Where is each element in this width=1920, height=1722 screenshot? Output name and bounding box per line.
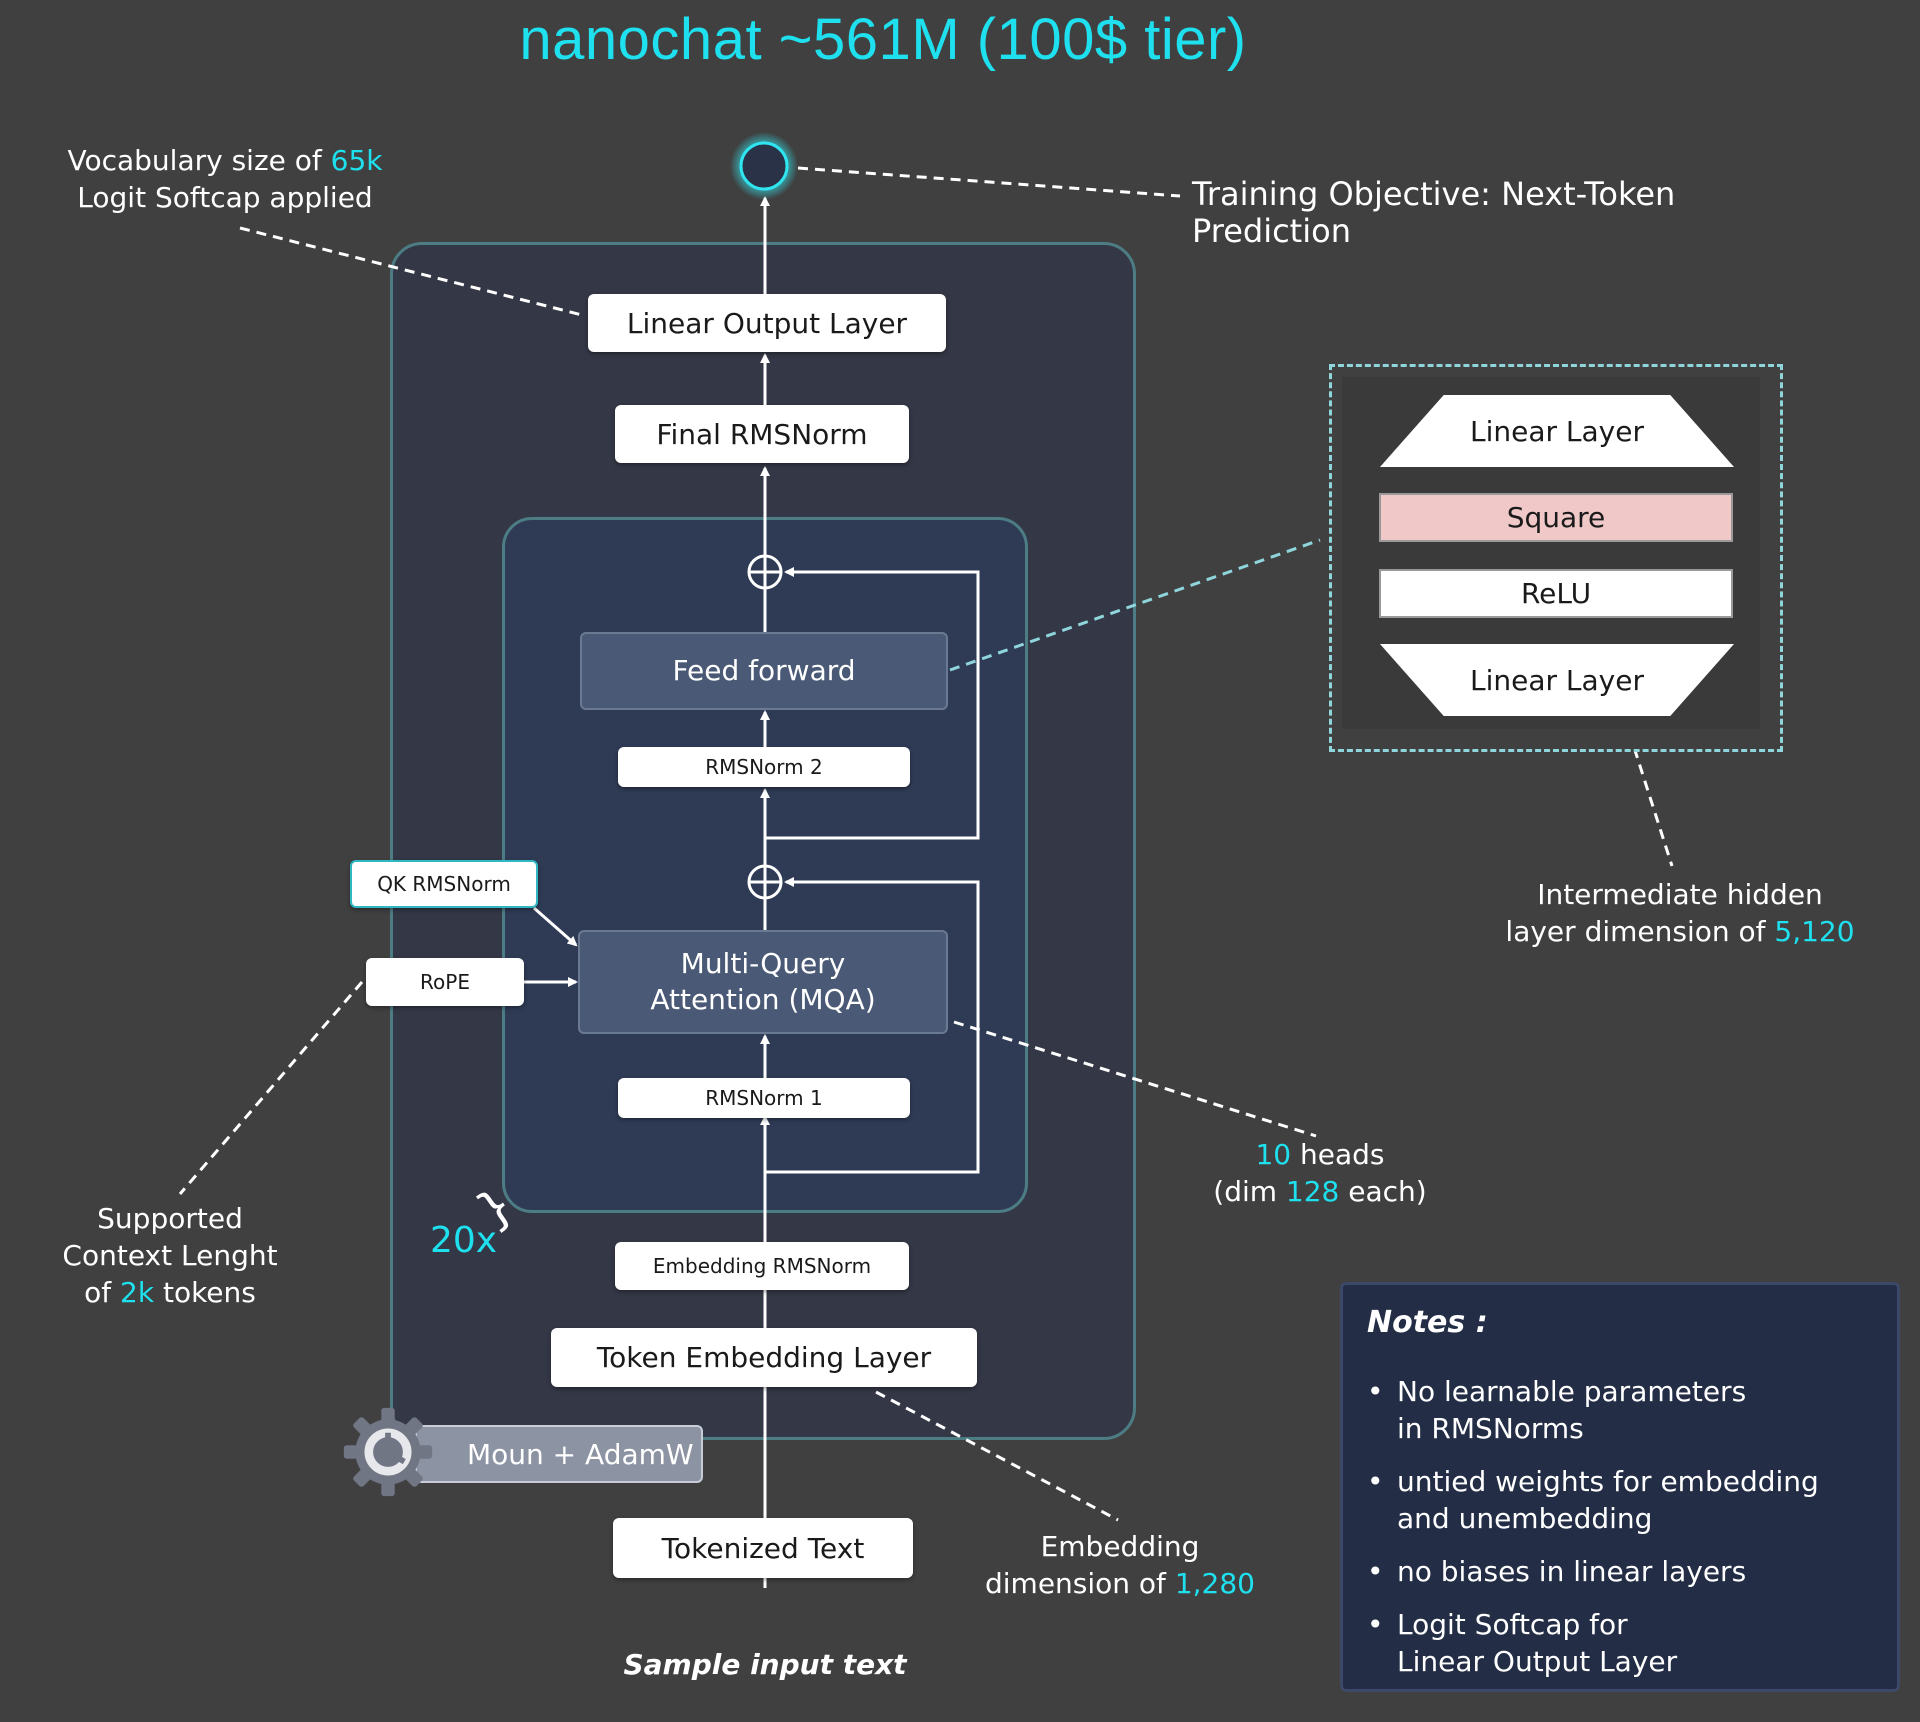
- ffn-square: Square: [1379, 493, 1733, 542]
- head-dim-suffix: each): [1339, 1175, 1427, 1208]
- leader-embedding: [875, 1390, 1119, 1522]
- arrow-qk-to-mqa: [533, 906, 578, 947]
- note-line: in RMSNorms: [1397, 1412, 1584, 1445]
- hidden-note-line1: Intermediate hidden: [1537, 878, 1823, 911]
- context-note-suffix: tokens: [154, 1276, 256, 1309]
- residual-connection-2: [765, 567, 980, 840]
- sample-input-text: Sample input text: [623, 1648, 907, 1681]
- leader-ffn-detail: [949, 538, 1321, 672]
- ffn-relu: ReLU: [1379, 569, 1733, 618]
- context-note: Supported Context Lenght of 2k tokens: [40, 1200, 300, 1311]
- embedding-rmsnorm: Embedding RMSNorm: [615, 1242, 909, 1290]
- note-line: and unembedding: [1397, 1502, 1653, 1535]
- linear-output-layer: Linear Output Layer: [588, 294, 946, 352]
- note-line: Linear Output Layer: [1397, 1645, 1678, 1678]
- final-rmsnorm: Final RMSNorm: [615, 405, 909, 463]
- rope: RoPE: [366, 958, 524, 1006]
- note-line: No learnable parameters: [1397, 1375, 1747, 1408]
- rmsnorm-1: RMSNorm 1: [618, 1078, 910, 1118]
- embedding-dim-note: Embedding dimension of 1,280: [970, 1528, 1270, 1602]
- hidden-note-prefix: layer dimension of: [1505, 915, 1775, 948]
- context-note-line2: Context Lenght: [62, 1239, 278, 1272]
- notes-list: • No learnable parameters in RMSNorms • unt…: [1343, 1373, 1907, 1696]
- hidden-dim-value: 5,120: [1774, 915, 1855, 948]
- softcap-note: Logit Softcap applied: [77, 181, 373, 214]
- bullet-icon: •: [1367, 1608, 1384, 1641]
- mqa-label-line1: Multi-Query: [680, 947, 846, 980]
- note-line: untied weights for embedding: [1397, 1465, 1819, 1498]
- optimizer-badge: Moun + AdamW: [415, 1425, 703, 1483]
- vocab-note-prefix: Vocabulary size of: [67, 144, 331, 177]
- vocab-size-value: 65k: [330, 144, 383, 177]
- notes-title: Notes :: [1367, 1305, 1488, 1340]
- head-dim-prefix: (dim: [1213, 1175, 1286, 1208]
- context-note-line1: Supported: [97, 1202, 243, 1235]
- heads-suffix: heads: [1291, 1138, 1385, 1171]
- feed-forward-block: Feed forward: [580, 632, 948, 710]
- context-length-value: 2k: [120, 1276, 155, 1309]
- token-embedding-layer: Token Embedding Layer: [551, 1328, 977, 1387]
- mqa-label-line2: Attention (MQA): [650, 983, 876, 1016]
- head-dim-value: 128: [1285, 1175, 1340, 1208]
- bullet-icon: •: [1367, 1465, 1384, 1498]
- note-line: no biases in linear layers: [1397, 1555, 1747, 1588]
- output-node: [739, 141, 789, 191]
- leader-objective: [797, 166, 1181, 198]
- bullet-icon: •: [1367, 1555, 1384, 1588]
- optimizer-label: Moun + AdamW: [467, 1437, 694, 1471]
- residual-connection-1: [765, 877, 980, 1174]
- note-item: • No learnable parameters in RMSNorms: [1367, 1373, 1887, 1447]
- qk-rmsnorm: QK RMSNorm: [350, 860, 538, 908]
- ffn-linear-layer-bottom: Linear Layer: [1380, 644, 1734, 716]
- leader-heads: [953, 1020, 1317, 1138]
- leader-vocab: [239, 226, 587, 318]
- vocab-note: Vocabulary size of 65k Logit Softcap app…: [40, 142, 410, 216]
- repeat-count: 20x: [430, 1220, 498, 1261]
- objective-note: Training Objective: Next-Token Predictio…: [1192, 175, 1676, 250]
- bullet-icon: •: [1367, 1375, 1384, 1408]
- ffn-linear-layer-top: Linear Layer: [1380, 395, 1734, 467]
- tokenized-text: Tokenized Text: [613, 1518, 913, 1578]
- heads-note: 10 heads (dim 128 each): [1180, 1136, 1460, 1210]
- note-line: Logit Softcap for: [1397, 1608, 1628, 1641]
- embedding-note-line1: Embedding: [1040, 1530, 1200, 1563]
- gear-icon: [343, 1407, 433, 1497]
- note-item: • no biases in linear layers: [1367, 1553, 1887, 1590]
- rmsnorm-2: RMSNorm 2: [618, 747, 910, 787]
- hidden-dim-note: Intermediate hidden layer dimension of 5…: [1470, 876, 1890, 950]
- leader-context: [178, 981, 364, 1195]
- embedding-dim-value: 1,280: [1174, 1567, 1255, 1600]
- note-item: • untied weights for embedding and unembed…: [1367, 1463, 1887, 1537]
- diagram-title: nanochat ~561M (100$ tier): [519, 7, 1247, 72]
- heads-count-value: 10: [1255, 1138, 1292, 1171]
- embedding-note-prefix: dimension of: [984, 1567, 1175, 1600]
- notes-box: Notes : • No learnable parameters in RMSNo…: [1340, 1282, 1900, 1692]
- multi-query-attention-block: Multi-Query Attention (MQA): [578, 930, 948, 1034]
- context-note-prefix: of: [84, 1276, 121, 1309]
